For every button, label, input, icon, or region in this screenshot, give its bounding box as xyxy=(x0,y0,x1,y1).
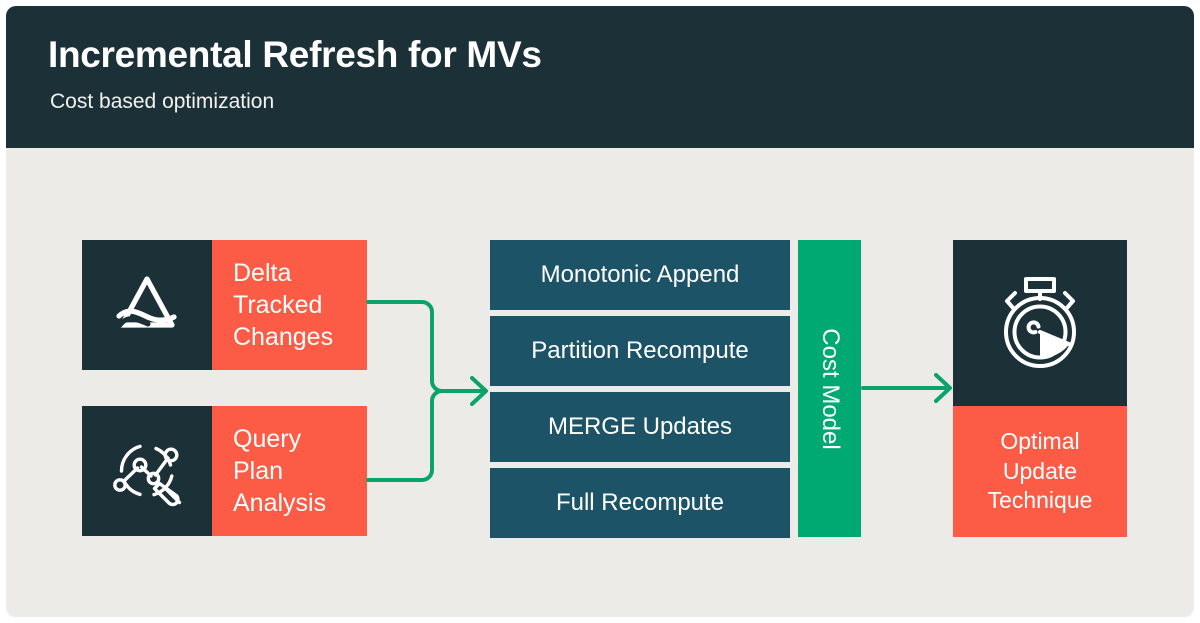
strategy-box-partition-recompute[interactable]: Partition Recompute xyxy=(490,316,790,386)
strategy-label: MERGE Updates xyxy=(547,413,733,440)
page-subtitle: Cost based optimization xyxy=(50,90,275,113)
cost-model-label: Cost Model xyxy=(816,327,844,450)
input-label-line-2: Plan xyxy=(233,457,284,485)
input-card-query-label: Query Plan Analysis xyxy=(212,406,367,536)
input-card-delta-label: Delta Tracked Changes xyxy=(212,240,367,370)
cost-model-to-output-arrow xyxy=(861,373,952,403)
inputs-to-strategies-arrow xyxy=(366,300,488,482)
page-title: Incremental Refresh for MVs xyxy=(48,34,542,75)
strategy-box-full-recompute[interactable]: Full Recompute xyxy=(490,468,790,538)
output-card-label: Optimal Update Technique xyxy=(953,406,1127,537)
header-banner: Incremental Refresh for MVs Cost based o… xyxy=(6,6,1194,148)
delta-lake-icon xyxy=(82,240,212,370)
cost-model-bar[interactable]: Cost Model xyxy=(798,240,861,537)
input-label-line-1: Query xyxy=(233,425,302,453)
input-label-line-2: Tracked xyxy=(233,291,323,319)
input-card-query-plan-analysis[interactable]: Query Plan Analysis xyxy=(82,406,367,536)
query-plan-icon xyxy=(82,406,212,536)
diagram-card: Incremental Refresh for MVs Cost based o… xyxy=(6,6,1194,617)
strategy-box-merge-updates[interactable]: MERGE Updates xyxy=(490,392,790,462)
strategy-box-monotonic-append[interactable]: Monotonic Append xyxy=(490,240,790,310)
output-card-optimal-update-technique[interactable]: Optimal Update Technique xyxy=(953,240,1127,537)
strategy-label: Full Recompute xyxy=(555,489,725,516)
output-label-line-2: Update xyxy=(1002,457,1078,484)
strategy-label: Monotonic Append xyxy=(540,261,740,288)
input-label-line-1: Delta xyxy=(233,259,292,287)
input-label-line-3: Changes xyxy=(233,323,334,351)
stopwatch-icon xyxy=(953,240,1127,406)
input-card-delta-tracked-changes[interactable]: Delta Tracked Changes xyxy=(82,240,367,370)
input-label-line-3: Analysis xyxy=(233,489,327,517)
strategy-label: Partition Recompute xyxy=(531,337,749,364)
output-label-line-3: Technique xyxy=(987,487,1093,514)
output-label-line-1: Optimal xyxy=(1000,427,1080,454)
